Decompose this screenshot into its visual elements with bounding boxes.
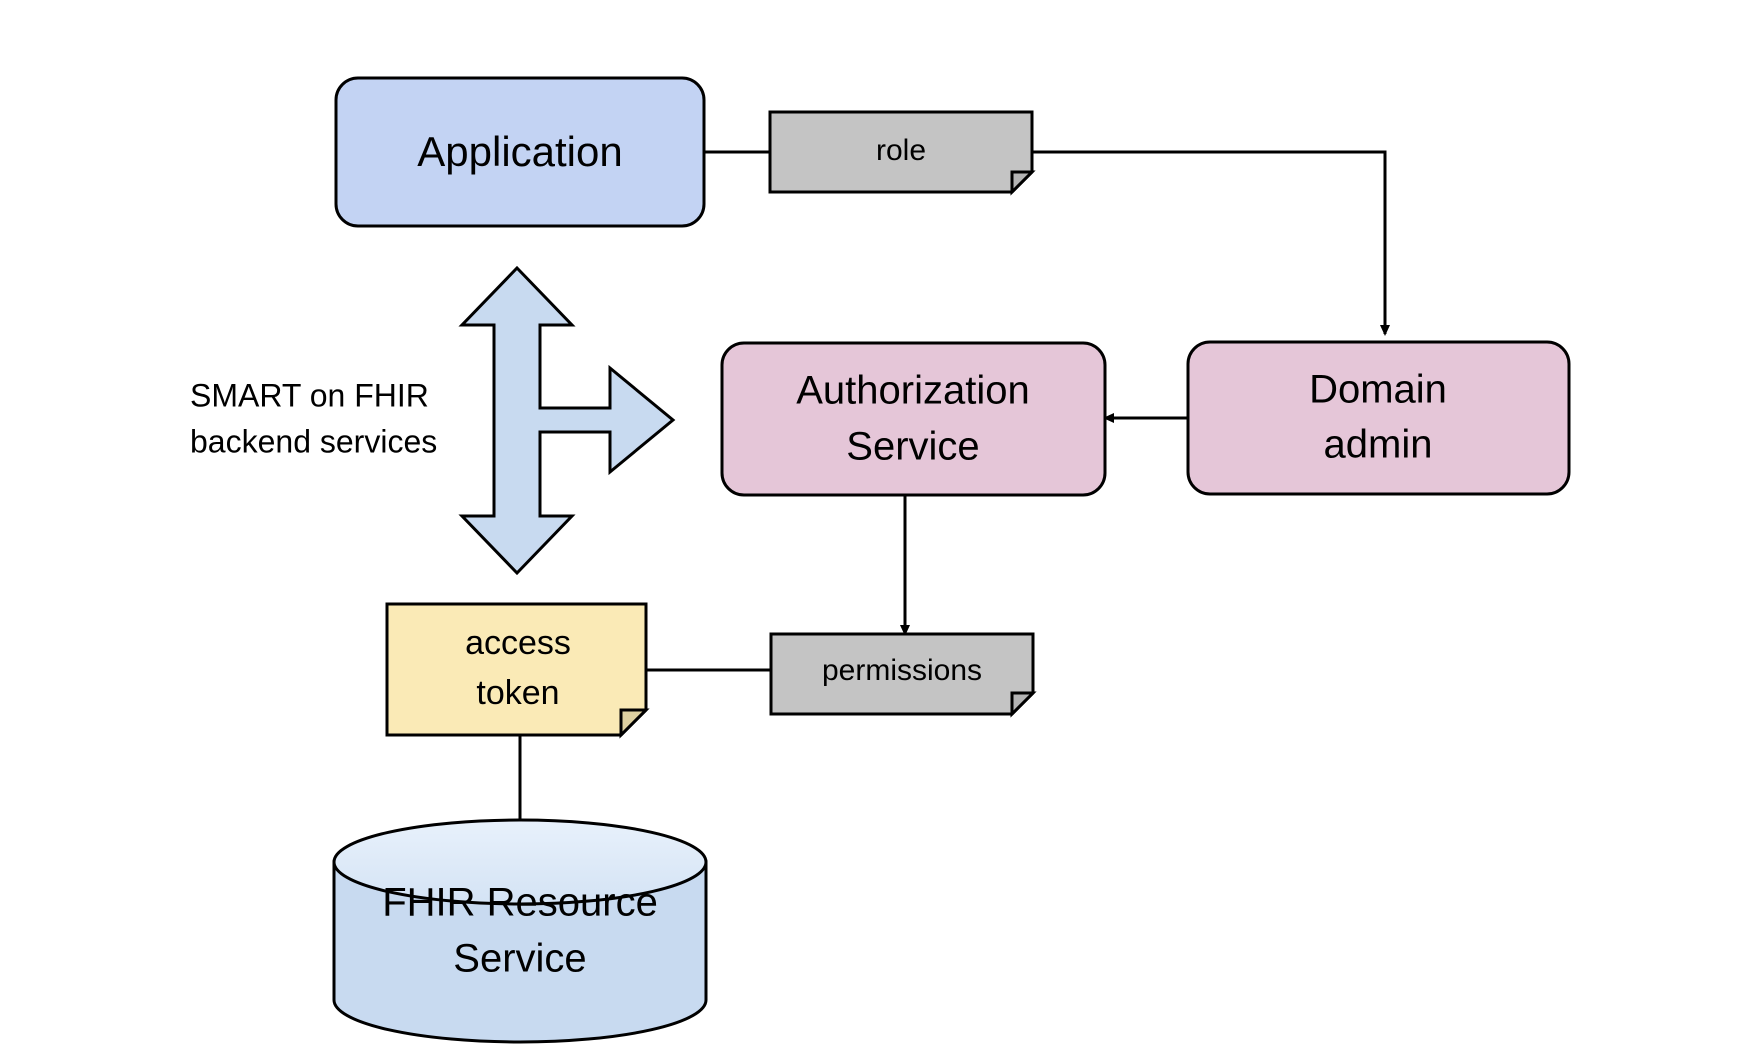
fhir-resource-service-label-line2: Service — [453, 937, 586, 981]
node-domain-admin[interactable]: Domain admin — [1186, 340, 1571, 496]
fhir-resource-service-label-line1: FHIR Resource — [382, 881, 658, 925]
node-authorization-service[interactable]: Authorization Service — [720, 341, 1107, 497]
node-access-token[interactable]: access token — [385, 602, 650, 739]
application-box[interactable] — [334, 76, 706, 228]
connector-smart-on-fhir-block-arrow — [458, 265, 676, 576]
access-token-label-line2: token — [476, 674, 559, 712]
domain-admin-label-line2: admin — [1324, 423, 1433, 467]
connector-role-to-domain-admin — [1032, 150, 1390, 336]
authorization-service-label-line1: Authorization — [796, 369, 1029, 413]
permissions-note-fold — [1010, 691, 1037, 718]
permissions-note-label: permissions — [822, 654, 982, 687]
fhir-resource-service-body[interactable] — [332, 860, 708, 1044]
node-role-note[interactable]: role — [768, 110, 1036, 196]
access-token-fold — [619, 708, 650, 739]
authorization-service-box[interactable] — [720, 341, 1107, 497]
domain-admin-box[interactable] — [1186, 340, 1571, 496]
smart-on-fhir-line1: SMART on FHIR — [190, 377, 429, 413]
domain-admin-label-line1: Domain — [1309, 368, 1447, 412]
access-token-label-line1: access — [465, 624, 571, 662]
application-label: Application — [417, 128, 622, 175]
smart-on-fhir-line2: backend services — [190, 423, 437, 459]
node-permissions-note[interactable]: permissions — [769, 632, 1037, 718]
node-fhir-resource-service[interactable]: FHIR Resource Service — [332, 818, 708, 1044]
role-note-fold — [1010, 170, 1036, 196]
authorization-service-label-line2: Service — [846, 425, 979, 469]
fhir-resource-service-top — [332, 818, 708, 906]
annotation-smart-on-fhir: SMART on FHIR backend services — [190, 377, 437, 459]
role-note-label: role — [876, 134, 926, 167]
node-application[interactable]: Application — [334, 76, 706, 228]
